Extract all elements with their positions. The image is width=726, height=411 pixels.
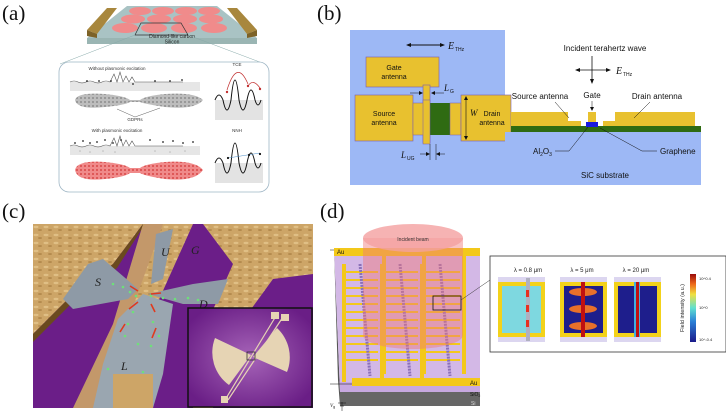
gdprs-label: GDPRs — [127, 117, 143, 122]
with-plasmonic-title: With plasmonic excitation — [92, 128, 143, 133]
colorbar-tick-bottom: 10^-0.4 — [699, 337, 713, 342]
source-terminal-label: S — [95, 275, 101, 289]
svg-text:Gate: Gate — [386, 65, 401, 72]
graphene-label: Graphene — [660, 147, 696, 156]
field-map-0: λ = 0.8 μm — [498, 268, 545, 342]
panel-label-d: (d) — [320, 199, 345, 223]
lower-terminal-label: L — [120, 359, 128, 373]
cs-gate — [588, 112, 596, 124]
si-label: Si — [471, 401, 475, 407]
svg-text:antenna: antenna — [381, 74, 406, 81]
without-plasmonic-title: Without plasmonic excitation — [88, 66, 146, 71]
svg-text:L: L — [400, 150, 406, 160]
incident-wave-label: Incident terahertz wave — [564, 44, 647, 53]
cs-source-label: Source antenna — [512, 92, 569, 101]
drain-terminal-label: D — [198, 297, 208, 311]
silicon-label: Silicon — [165, 40, 180, 46]
svg-text:Incident beam: Incident beam — [397, 237, 428, 243]
right-electrode — [227, 8, 257, 34]
svg-text:E: E — [615, 66, 622, 77]
al2o3-label: Al2O3 — [533, 147, 552, 158]
incident-beam: Incident beam — [363, 224, 463, 349]
cs-source-antenna — [511, 112, 581, 126]
svg-text:UG: UG — [407, 156, 415, 162]
panel-d-figure: Incident beam Au Au SiO2 Si Vbias Vg λ =… — [330, 224, 726, 411]
source-antenna — [354, 94, 414, 142]
svg-text:W: W — [470, 108, 479, 118]
inset-bowtie-right — [253, 328, 290, 372]
svg-text:Drain: Drain — [484, 111, 501, 118]
svg-text:λ = 0.8 μm: λ = 0.8 μm — [514, 268, 542, 274]
svg-text:THz: THz — [623, 72, 633, 78]
sic-substrate-label: SiC substrate — [581, 171, 630, 180]
au-top-label: Au — [337, 250, 344, 256]
upper-terminal-label: U — [161, 245, 171, 259]
drain-electrode — [148, 279, 228, 304]
drain-antenna — [460, 94, 512, 142]
left-electrode — [87, 8, 117, 34]
colorbar-tick-top: 10^0.4 — [699, 276, 712, 281]
device-3d: Diamond-like carbon Silicon — [59, 6, 266, 65]
svg-text:L: L — [443, 83, 449, 93]
al2o3-layer — [586, 122, 598, 127]
panel-label-a: (a) — [2, 1, 26, 25]
svg-text:E: E — [447, 41, 454, 52]
gate-circuit — [338, 402, 346, 411]
au-bottom-bus — [352, 378, 480, 386]
svg-text:G: G — [450, 89, 454, 95]
dlc-label: Diamond-like carbon — [149, 34, 195, 40]
au-bottom-label: Au — [470, 381, 477, 387]
svg-text:THz: THz — [455, 47, 465, 53]
gate-terminal-label: G — [191, 243, 200, 257]
svg-text:λ = 20 μm: λ = 20 μm — [623, 268, 650, 274]
svg-text:Source: Source — [373, 111, 395, 118]
disk-array — [112, 7, 227, 33]
svg-text:antenna: antenna — [371, 120, 396, 127]
bias-circuit — [330, 249, 352, 385]
graphene-layer — [511, 126, 701, 132]
inset-bowtie-left — [212, 338, 251, 385]
efield-arrow-top: E THz — [406, 41, 465, 53]
gdpr-red — [75, 161, 203, 180]
field-map-2: λ = 20 μm — [614, 268, 661, 342]
panel-b-figure: E THz Gate antenna Source antenna Drain … — [350, 30, 701, 185]
upper-electrode — [151, 229, 173, 284]
tce-label: TCE — [233, 62, 242, 67]
svg-text:λ = 5 μm: λ = 5 μm — [570, 268, 593, 274]
panel-label-b: (b) — [317, 1, 342, 25]
nnh-label: NNH — [232, 128, 242, 133]
inset-micrograph — [187, 307, 313, 408]
vg-label: Vg — [330, 404, 335, 409]
panel-a-figure: Diamond-like carbon Silicon Without plas… — [58, 6, 270, 193]
field-map-1: λ = 5 μm — [560, 268, 607, 342]
colorbar — [690, 274, 696, 342]
cs-gate-label: Gate — [583, 91, 601, 100]
panel-label-c: (c) — [2, 199, 26, 223]
panel-c-figure: S U G D L — [33, 224, 313, 408]
gdpr-gray — [75, 93, 203, 108]
colorbar-tick-mid: 10^0 — [699, 305, 708, 310]
cs-drain-label: Drain antenna — [632, 92, 683, 101]
zoom-region-box — [432, 295, 462, 311]
svg-text:antenna: antenna — [479, 120, 504, 127]
sio2-label: SiO2 — [470, 392, 480, 398]
cs-drain-antenna — [603, 112, 695, 126]
gate-antenna — [365, 56, 440, 88]
colorbar-title: Field intensity (a.u.) — [680, 284, 686, 332]
au-top-bus — [334, 248, 480, 256]
source-electrode — [63, 259, 138, 309]
sic-substrate — [505, 132, 701, 185]
